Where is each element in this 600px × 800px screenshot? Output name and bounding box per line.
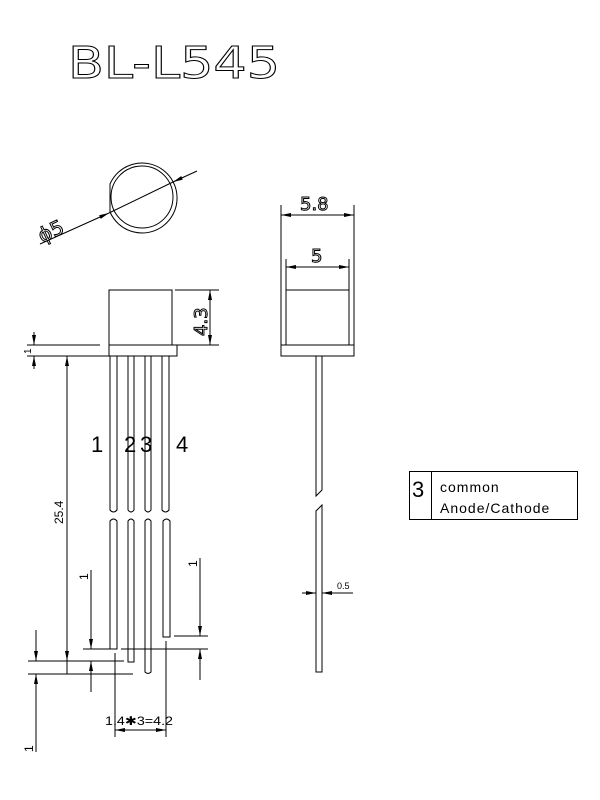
lead-2-upper — [127, 356, 135, 513]
legend-box — [409, 471, 578, 520]
legend-line-1: common — [440, 479, 500, 495]
diameter-dim-line-mid — [108, 181, 174, 214]
lead-1-upper — [109, 356, 118, 513]
lead-step-right-label: 1 — [186, 560, 200, 567]
legend-line-2: Anode/Cathode — [440, 500, 550, 516]
led-body — [108, 289, 173, 346]
led-flange — [108, 344, 178, 357]
lens-outer-outline — [109, 162, 178, 234]
side-view: 5.8 5 0.5 — [280, 194, 355, 673]
lead-3-lower — [144, 518, 152, 674]
lead-step-bottom-label: 1 — [22, 745, 36, 752]
lead-width-label: 0.5 — [337, 581, 350, 591]
side-flange — [280, 344, 355, 357]
width-outer-label: 5.8 — [300, 194, 329, 215]
pitch-label: 1.4✱3=4.2 — [105, 714, 173, 728]
lens-inner-outline — [110, 165, 174, 229]
legend-pin-number: 3 — [412, 477, 424, 502]
side-lead-lower — [315, 503, 323, 673]
lead-4-lower — [162, 518, 171, 638]
front-view: 1 2 3 4 4.3 1 25.4 1 1 — [22, 289, 219, 752]
pin-label-2: 2 — [124, 432, 136, 457]
flange-height-label: 1 — [23, 348, 34, 354]
pin-label-4: 4 — [176, 432, 188, 457]
lead-4-upper — [161, 356, 170, 513]
pin-legend: 3 common Anode/Cathode — [409, 471, 578, 520]
pin-label-1: 1 — [91, 432, 103, 457]
side-body — [285, 289, 350, 346]
lead-length-label: 25.4 — [52, 500, 66, 524]
side-lead-upper — [315, 356, 323, 498]
diameter-label: ϕ5 — [34, 215, 68, 248]
width-inner-label: 5 — [311, 246, 322, 267]
body-height-label: 4.3 — [191, 307, 212, 336]
lead-3-upper — [144, 356, 152, 513]
part-number-title: BL-L545 — [68, 38, 280, 89]
diameter-dim-line-end — [172, 170, 198, 183]
diameter-dim-line — [39, 212, 110, 245]
lead-step-left-label: 1 — [77, 573, 91, 580]
top-view: ϕ5 — [33, 162, 198, 248]
lead-2-lower — [127, 518, 135, 663]
pin-label-3: 3 — [140, 432, 152, 457]
lead-1-lower — [109, 518, 118, 650]
